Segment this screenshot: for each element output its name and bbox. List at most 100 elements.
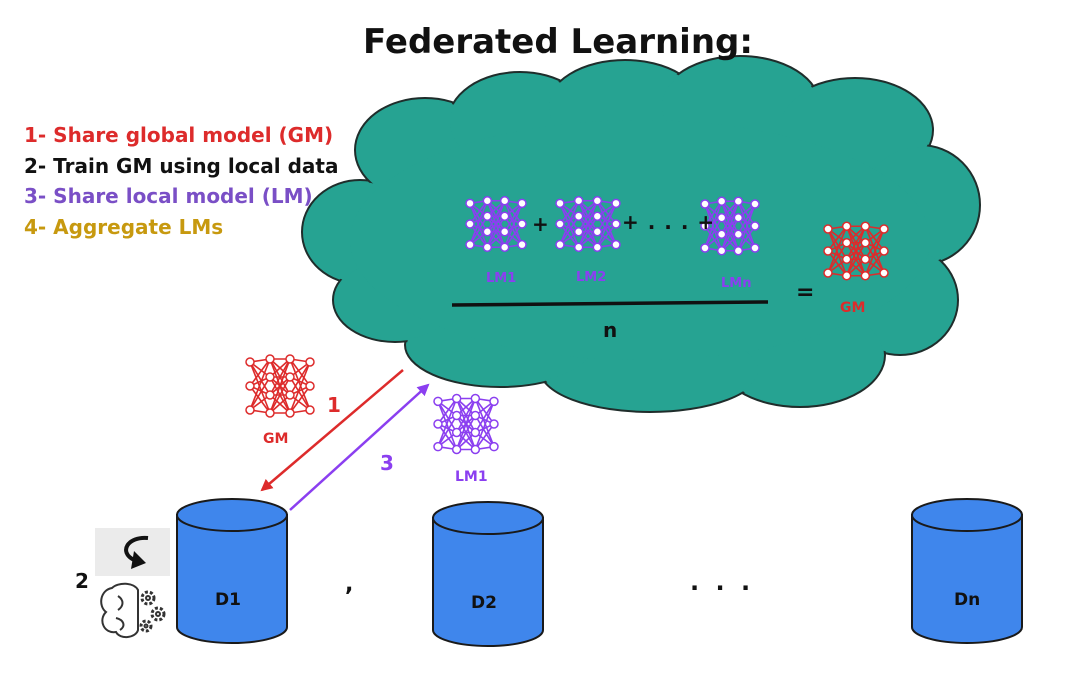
nn-node bbox=[573, 242, 584, 252]
nn-node bbox=[517, 219, 527, 229]
nn-node bbox=[750, 221, 760, 231]
nn-node bbox=[245, 381, 255, 391]
nn-node bbox=[823, 224, 833, 234]
nn-edge bbox=[864, 228, 885, 260]
lm2-label: LM2 bbox=[576, 270, 607, 285]
nn-edge bbox=[249, 358, 271, 387]
nn-node bbox=[451, 444, 462, 455]
nn-edge bbox=[827, 225, 848, 274]
nn-node bbox=[823, 246, 833, 256]
nn-node bbox=[285, 372, 295, 382]
nn-edge bbox=[289, 361, 311, 414]
nn-node bbox=[611, 198, 621, 209]
comma-separator: , bbox=[345, 572, 354, 597]
nn-edge bbox=[289, 358, 311, 411]
nn-edge bbox=[737, 203, 756, 252]
nn-node bbox=[499, 211, 510, 221]
nn-node bbox=[733, 196, 744, 206]
nn-node bbox=[265, 372, 275, 382]
nn-edge bbox=[249, 361, 271, 414]
plus-sign: + bbox=[532, 212, 549, 236]
nn-node bbox=[470, 427, 481, 438]
nn-node bbox=[265, 408, 275, 418]
nn-node bbox=[716, 213, 727, 223]
nn-node bbox=[265, 390, 275, 400]
nn-edge bbox=[559, 200, 580, 225]
nn-edge bbox=[864, 225, 885, 274]
nn-node bbox=[750, 243, 760, 253]
database-body bbox=[176, 514, 288, 644]
nn-node bbox=[841, 221, 852, 231]
nn-node bbox=[860, 238, 871, 248]
nn-node bbox=[499, 227, 510, 237]
legend-step-2: 2- Train GM using local data bbox=[24, 153, 339, 178]
nn-edge bbox=[737, 200, 756, 227]
nn-edge bbox=[704, 200, 723, 227]
nn-edge bbox=[437, 415, 458, 448]
nn-node bbox=[733, 246, 744, 256]
nn-edge bbox=[827, 228, 848, 277]
nn-edge bbox=[845, 225, 867, 277]
nn-edge bbox=[559, 215, 580, 246]
neural-network-icon bbox=[433, 393, 499, 455]
nn-edge bbox=[720, 217, 740, 252]
nn-edge bbox=[577, 215, 599, 248]
step-1-label: 1 bbox=[327, 393, 341, 417]
nn-edge bbox=[559, 200, 580, 245]
nn-node bbox=[305, 357, 315, 367]
nn-node bbox=[482, 196, 493, 206]
nn-node bbox=[750, 199, 760, 209]
nn-node bbox=[573, 211, 584, 221]
nn-node bbox=[517, 198, 527, 209]
nn-node bbox=[305, 381, 315, 391]
nn-edge bbox=[704, 203, 723, 252]
database-body bbox=[911, 514, 1023, 644]
nn-edge bbox=[596, 202, 617, 233]
nn-edge bbox=[864, 228, 885, 277]
nn-node bbox=[592, 211, 603, 221]
nn-edge bbox=[845, 225, 867, 260]
nn-edge bbox=[704, 217, 723, 249]
nn-edge bbox=[437, 401, 458, 450]
database-body bbox=[432, 517, 544, 647]
nn-node bbox=[841, 271, 852, 281]
nn-node bbox=[860, 254, 871, 264]
nn-edge bbox=[503, 200, 523, 245]
plus-ellipsis-sign: + . . . + bbox=[622, 210, 716, 234]
database-top bbox=[432, 501, 544, 535]
nn-node bbox=[700, 221, 710, 231]
nn-edge bbox=[737, 217, 756, 249]
nn-node bbox=[451, 427, 462, 438]
nn-node bbox=[700, 199, 710, 209]
nn-edge bbox=[249, 376, 271, 411]
nn-node bbox=[573, 196, 584, 206]
nn-edge bbox=[827, 242, 848, 274]
nn-edge bbox=[289, 376, 311, 411]
legend-step-3: 3- Share local model (LM) bbox=[24, 184, 313, 208]
nn-edge bbox=[474, 398, 495, 447]
equals-sign: = bbox=[796, 280, 815, 305]
nn-edge bbox=[596, 215, 617, 246]
steps-legend: 1- Share global model (GM) 2- Train GM u… bbox=[24, 120, 338, 242]
step-3-label: 3 bbox=[380, 451, 394, 475]
nn-node bbox=[482, 211, 493, 221]
nn-edge bbox=[559, 203, 580, 248]
nn-edge bbox=[486, 200, 506, 248]
nn-node bbox=[611, 239, 621, 250]
nn-node bbox=[245, 357, 255, 367]
nn-node bbox=[245, 405, 255, 415]
brain-gears-icon bbox=[100, 582, 166, 638]
nn-node bbox=[555, 239, 565, 250]
nn-edge bbox=[596, 223, 617, 248]
nn-edge bbox=[864, 225, 885, 252]
nn-edge bbox=[269, 376, 291, 414]
nn-edge bbox=[474, 401, 495, 450]
nn-node bbox=[465, 198, 475, 209]
nn-edge bbox=[845, 242, 867, 277]
legend-step-4: 4- Aggregate LMs bbox=[24, 214, 224, 239]
nn-node bbox=[265, 354, 275, 364]
nn-edge bbox=[559, 223, 580, 248]
step-2-label: 2 bbox=[75, 569, 89, 593]
